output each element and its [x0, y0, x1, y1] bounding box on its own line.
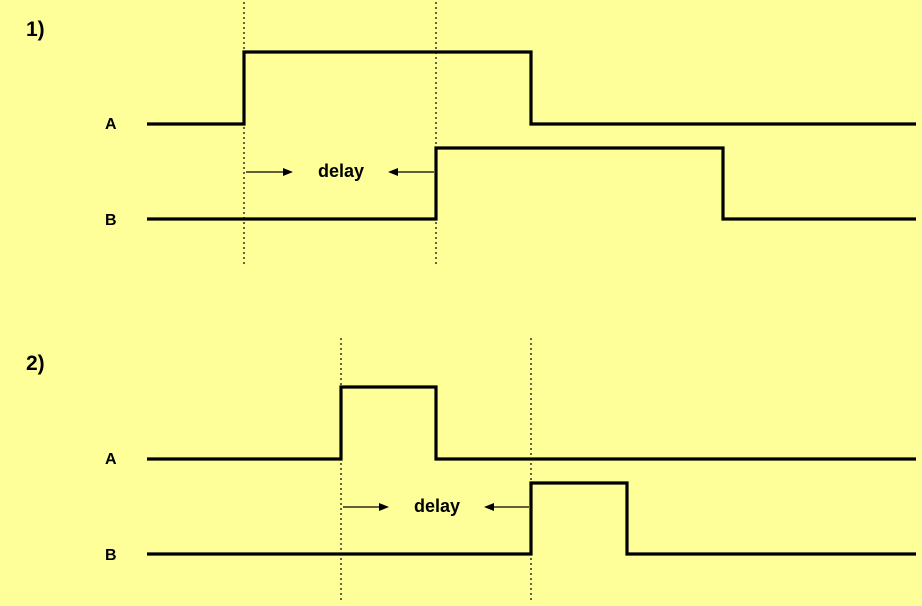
diagram-2-signal-a-waveform — [147, 385, 916, 461]
diagram-2-signal-b-label: B — [105, 547, 117, 564]
diagram-2-signal-b-waveform — [147, 481, 916, 556]
diagram-1-signal-b-label: B — [105, 212, 117, 229]
diagram-2-delay-left-arrow — [484, 503, 529, 511]
diagram-1-delay-left-arrow — [388, 168, 434, 176]
timing-diagram-1: 1) A B delay — [26, 2, 916, 266]
diagram-2-signal-a-label: A — [105, 451, 117, 468]
diagram-2-delay-label: delay — [414, 496, 460, 516]
diagram-2-delay-right-arrow — [343, 503, 389, 511]
diagram-1-signal-a-label: A — [105, 116, 117, 133]
diagram-1-signal-b-waveform — [147, 146, 916, 221]
diagram-1-delay-label: delay — [318, 161, 364, 181]
diagram-1-delay-right-arrow — [246, 168, 293, 176]
diagram-1-signal-a-waveform — [147, 50, 916, 126]
diagram-2-number: 2) — [26, 352, 45, 375]
timing-diagram-2: 2) A B delay — [26, 338, 916, 600]
diagram-1-number: 1) — [26, 18, 45, 41]
